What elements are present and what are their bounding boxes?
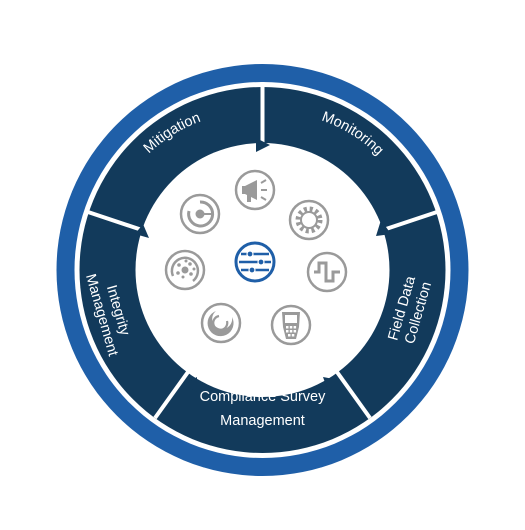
square-wave-icon: [306, 251, 348, 293]
segment-arrows: [135, 138, 391, 392]
arrow-mitigation: [256, 138, 270, 152]
compliance-line-2: Management: [220, 413, 305, 429]
crescent-icon: [200, 302, 242, 344]
divider-lower-right: [335, 370, 372, 420]
divider-lower-left: [153, 370, 190, 420]
megaphone-icon: [234, 169, 276, 211]
segment-dividers: [87, 82, 438, 420]
arrow-monitoring: [376, 220, 391, 236]
compliance-line-1: Compliance Survey: [200, 389, 326, 405]
arrow-compliance: [184, 377, 197, 392]
radar-scatter-icon: [164, 249, 206, 291]
divider-left: [87, 210, 143, 232]
segment-label-compliance-survey-management[interactable]: Compliance Survey Management: [200, 389, 326, 429]
target-icon: [179, 193, 221, 235]
gear-icon: [288, 199, 330, 241]
arrow-field-data: [323, 377, 339, 391]
handheld-device-icon: [270, 304, 312, 346]
ring-title: Data Services: [227, 54, 299, 69]
arrow-integrity: [135, 224, 149, 238]
divider-right: [382, 210, 438, 232]
network-globe-icon: [234, 241, 276, 283]
